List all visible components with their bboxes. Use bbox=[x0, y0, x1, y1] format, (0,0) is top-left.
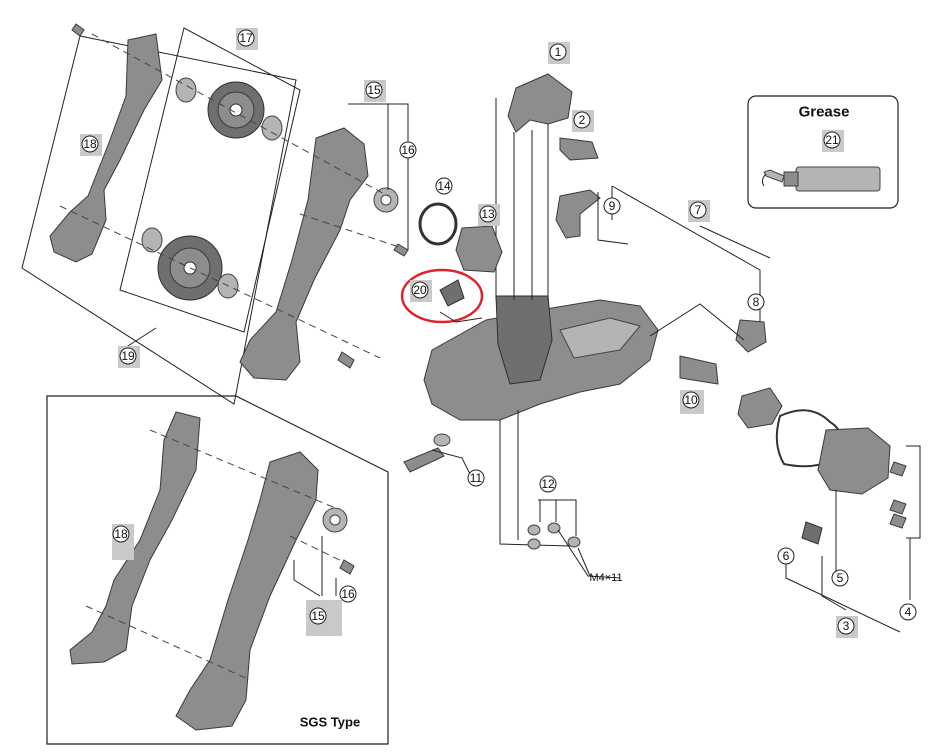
svg-text:11: 11 bbox=[470, 471, 483, 485]
svg-text:5: 5 bbox=[837, 571, 844, 585]
callout-15-sgs: 15 bbox=[306, 600, 342, 636]
callout-4: 4 bbox=[899, 603, 917, 621]
svg-text:7: 7 bbox=[695, 203, 702, 217]
callout-16: 16 bbox=[399, 141, 417, 159]
svg-text:15: 15 bbox=[367, 83, 381, 97]
callout-8: 8 bbox=[747, 293, 765, 311]
cable-guide bbox=[555, 189, 601, 239]
callout-17: 17 bbox=[236, 28, 258, 50]
svg-text:10: 10 bbox=[684, 393, 698, 407]
callout-11: 11 bbox=[467, 469, 485, 487]
sgs-type-box: SGS Type bbox=[46, 395, 389, 745]
mounting-bolt bbox=[403, 447, 445, 473]
svg-text:3: 3 bbox=[843, 619, 850, 633]
callout-2: 2 bbox=[572, 110, 594, 132]
svg-text:20: 20 bbox=[413, 283, 427, 297]
clutch-housing bbox=[817, 427, 891, 495]
frame-19-outline bbox=[21, 35, 297, 405]
svg-text:15: 15 bbox=[311, 609, 325, 623]
svg-text:21: 21 bbox=[825, 133, 839, 147]
callout-13: 13 bbox=[478, 204, 500, 226]
callout-1: 1 bbox=[548, 42, 570, 64]
callout-12: 12 bbox=[539, 475, 557, 493]
grease-title: Grease bbox=[799, 104, 850, 121]
callout-5: 5 bbox=[831, 569, 849, 587]
outer-plate bbox=[239, 127, 369, 381]
frame-17-outline bbox=[119, 27, 301, 333]
b-tension-bolt bbox=[559, 137, 599, 161]
adjuster-bolt bbox=[679, 355, 719, 385]
svg-text:8: 8 bbox=[753, 295, 760, 309]
grease-tube-icon bbox=[761, 166, 881, 192]
callout-20: 20 bbox=[410, 280, 432, 302]
callout-7: 7 bbox=[688, 200, 710, 222]
callout-9: 9 bbox=[603, 197, 621, 215]
bracket-axle bbox=[507, 73, 573, 133]
svg-text:2: 2 bbox=[579, 113, 586, 127]
callout-15: 15 bbox=[364, 80, 386, 102]
svg-text:9: 9 bbox=[609, 199, 616, 213]
svg-text:17: 17 bbox=[239, 31, 253, 45]
callout-6: 6 bbox=[777, 547, 795, 565]
sgs-outer-plate bbox=[175, 451, 319, 731]
callout-21: 21 bbox=[822, 130, 844, 152]
inner-plate bbox=[49, 33, 163, 263]
callout-19: 19 bbox=[118, 346, 140, 368]
return-spring bbox=[455, 225, 503, 273]
sgs-inner-plate bbox=[69, 411, 201, 665]
pulley-cover bbox=[737, 387, 783, 429]
callout-18: 18 bbox=[80, 134, 102, 156]
svg-text:18: 18 bbox=[114, 527, 128, 541]
svg-text:6: 6 bbox=[783, 549, 790, 563]
svg-text:18: 18 bbox=[83, 137, 97, 151]
svg-text:14: 14 bbox=[437, 179, 451, 193]
callout-18-sgs: 18 bbox=[112, 524, 134, 560]
callout-14: 14 bbox=[435, 177, 453, 195]
stopper-part bbox=[439, 279, 465, 307]
svg-text:12: 12 bbox=[541, 477, 555, 491]
svg-text:1: 1 bbox=[555, 45, 562, 59]
sgs-type-title: SGS Type bbox=[300, 715, 360, 730]
svg-text:13: 13 bbox=[481, 207, 495, 221]
svg-text:4: 4 bbox=[905, 605, 912, 619]
guide-pulley bbox=[207, 81, 265, 139]
callout-16-sgs: 16 bbox=[339, 585, 357, 603]
svg-text:16: 16 bbox=[401, 143, 415, 157]
svg-text:19: 19 bbox=[121, 349, 135, 363]
svg-text:16: 16 bbox=[341, 587, 355, 601]
highlight-circle bbox=[400, 268, 484, 324]
screw-spec: M4×11 bbox=[589, 572, 622, 584]
callout-3: 3 bbox=[836, 616, 858, 638]
callout-10: 10 bbox=[680, 390, 704, 414]
cable-clip bbox=[735, 319, 767, 353]
